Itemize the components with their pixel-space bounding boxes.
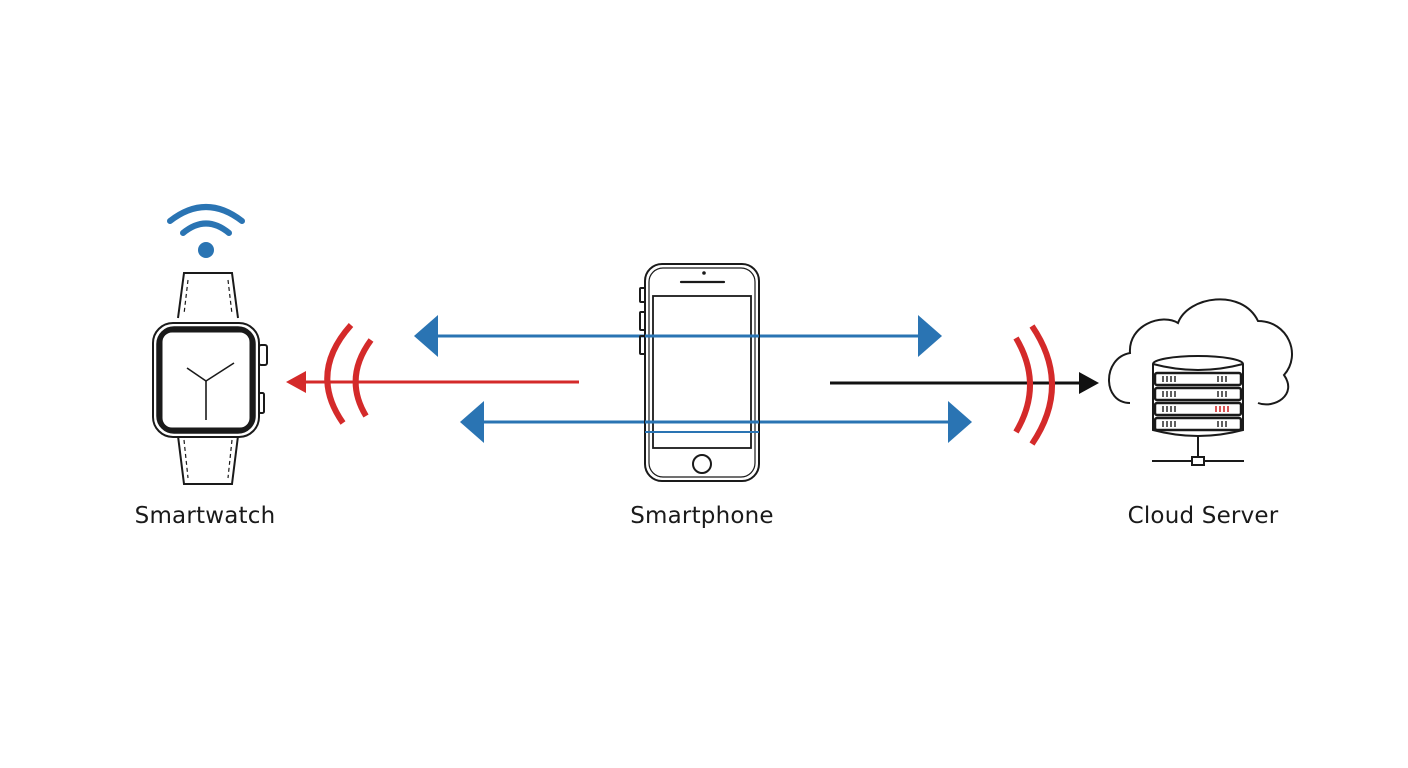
wifi-icon [167,204,245,258]
red-arrow-to-smartwatch [286,371,579,393]
cloud-server-icon [1108,298,1293,466]
cloud-server-label: Cloud Server [1127,503,1279,529]
smartphone-label: Smartphone [630,503,774,529]
smartwatch-icon [152,272,268,485]
black-arrow-to-cloud [830,372,1099,394]
smartwatch-label: Smartwatch [134,503,276,529]
signal-waves-icon [1013,324,1055,446]
smartphone-icon [639,263,760,482]
signal-waves-icon [324,322,374,425]
